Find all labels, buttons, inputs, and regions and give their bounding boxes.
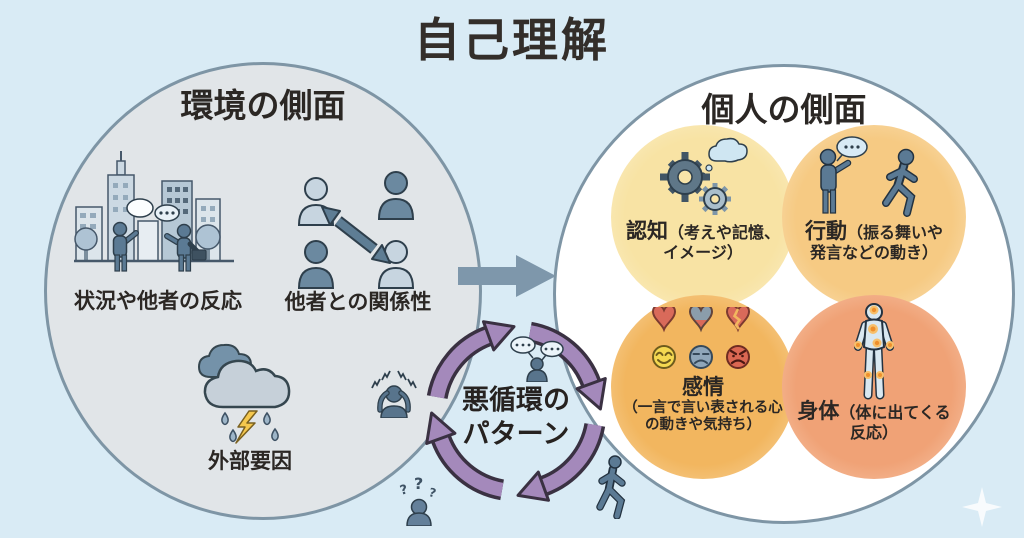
svg-text:?: ? <box>398 482 409 498</box>
talking-person-icon <box>510 336 564 382</box>
cycle-label-line1: 悪循環の <box>462 385 570 416</box>
gears-thought-icon <box>660 137 748 215</box>
cycle-label-line2: パターン <box>462 418 570 450</box>
emotion-name: 感情 <box>682 375 724 399</box>
svg-text:?: ? <box>414 476 423 493</box>
emotion-label: 感情（一言で言い表される心の動きや気持ち） <box>618 375 788 434</box>
hearts-faces-icon <box>652 307 750 369</box>
behavior-label: 行動（振る舞いや発言などの動き） <box>804 219 944 263</box>
sparkle-icon <box>962 487 1002 527</box>
city-people-icon <box>74 151 234 272</box>
environment-item-label-situation: 状況や他者の反応 <box>74 289 242 313</box>
body-name: 身体 <box>797 399 840 423</box>
cycle-arrows-icon <box>410 320 622 517</box>
environment-item-label-relations: 他者との関係性 <box>284 290 432 314</box>
confused-person-icon: ? ? ? <box>398 476 438 526</box>
storm-cloud-icon <box>197 343 291 444</box>
walking-person-icon <box>596 455 626 519</box>
body-reaction-icon <box>854 303 894 400</box>
personal-circle: 個人の側面 <box>553 64 1015 524</box>
emotion-detail: （一言で言い表される心の動きや気持ち） <box>623 399 783 433</box>
emotion-circle: 感情（一言で言い表される心の動きや気持ち） <box>611 295 795 479</box>
behavior-name: 行動 <box>804 219 847 243</box>
body-circle: 身体（体に出てくる反応） <box>782 295 966 479</box>
people-relations-icon <box>297 171 415 289</box>
personal-heading: 個人の側面 <box>701 90 867 129</box>
body-label: 身体（体に出てくる反応） <box>796 399 952 443</box>
speech-walk-icon <box>819 136 918 217</box>
cycle-label: 悪循環の パターン <box>410 384 622 452</box>
behavior-detail: （振る舞いや発言などの動き） <box>809 223 943 262</box>
page-title: 自己理解 <box>414 13 610 67</box>
environment-item-label-external: 外部要因 <box>208 449 292 473</box>
environment-heading: 環境の側面 <box>180 86 346 125</box>
behavior-circle: 行動（振る舞いや発言などの動き） <box>782 125 966 309</box>
svg-text:?: ? <box>427 485 437 500</box>
cognition-label: 認知（考えや記憶、イメージ） <box>624 219 782 263</box>
environment-circle: 環境の側面 <box>44 62 482 520</box>
cognition-detail: （考えや記憶、イメージ） <box>663 223 780 262</box>
arrow-right-icon <box>458 255 556 297</box>
cognition-name: 認知 <box>625 219 668 243</box>
body-detail: （体に出てくる反応） <box>839 403 951 442</box>
cognition-circle: 認知（考えや記憶、イメージ） <box>611 125 795 309</box>
stressed-person-icon <box>371 370 417 418</box>
